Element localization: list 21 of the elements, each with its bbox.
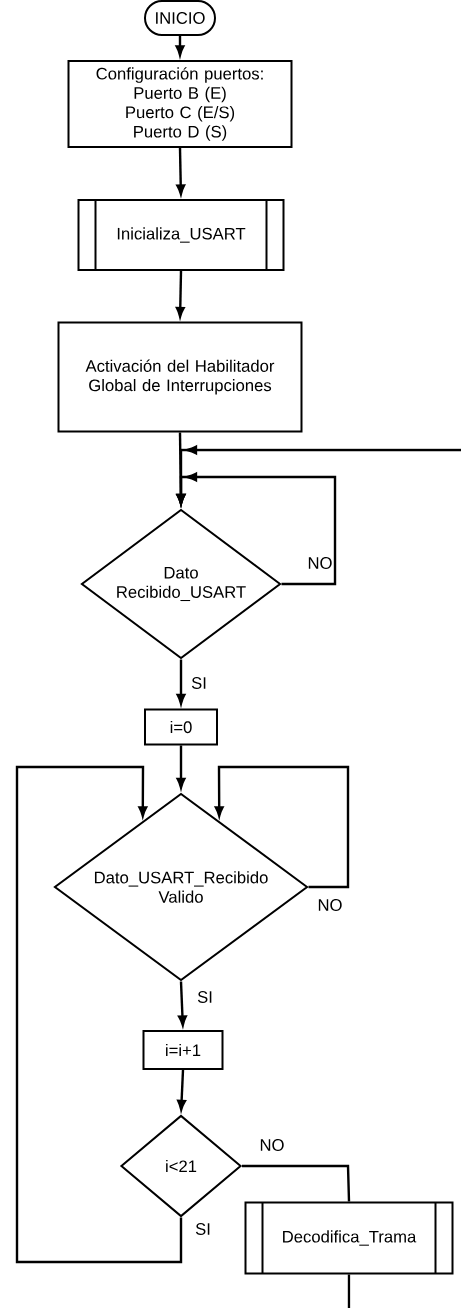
- subroutine-box: Inicializa_USART: [77, 199, 285, 271]
- edge-label: NO: [318, 899, 342, 911]
- process-box: i=i+1: [142, 1030, 224, 1070]
- arrow: [176, 659, 186, 705]
- process-box: Activación del Habilitador Global de Interrupciones: [57, 321, 303, 433]
- arrow: [176, 472, 337, 586]
- edge-label: SI: [197, 991, 212, 1003]
- arrow: [177, 981, 187, 1027]
- arrow: [15, 765, 183, 1264]
- edge-label: NO: [260, 1139, 284, 1151]
- arrow: [175, 36, 185, 57]
- subroutine-box: Decodifica_Trama: [244, 1201, 454, 1275]
- edge-label: NO: [308, 557, 332, 569]
- start-terminal: INICIO: [144, 0, 216, 36]
- edge-label: SI: [191, 677, 206, 689]
- arrow: [175, 270, 185, 318]
- process-box: i=0: [144, 708, 218, 746]
- arrow: [176, 147, 186, 196]
- process-box: Configuración puertos: Puerto B (E) Puerto C (E/S) Puerto D (S): [67, 60, 293, 148]
- arrow: [214, 765, 350, 889]
- edge-label: SI: [195, 1223, 210, 1235]
